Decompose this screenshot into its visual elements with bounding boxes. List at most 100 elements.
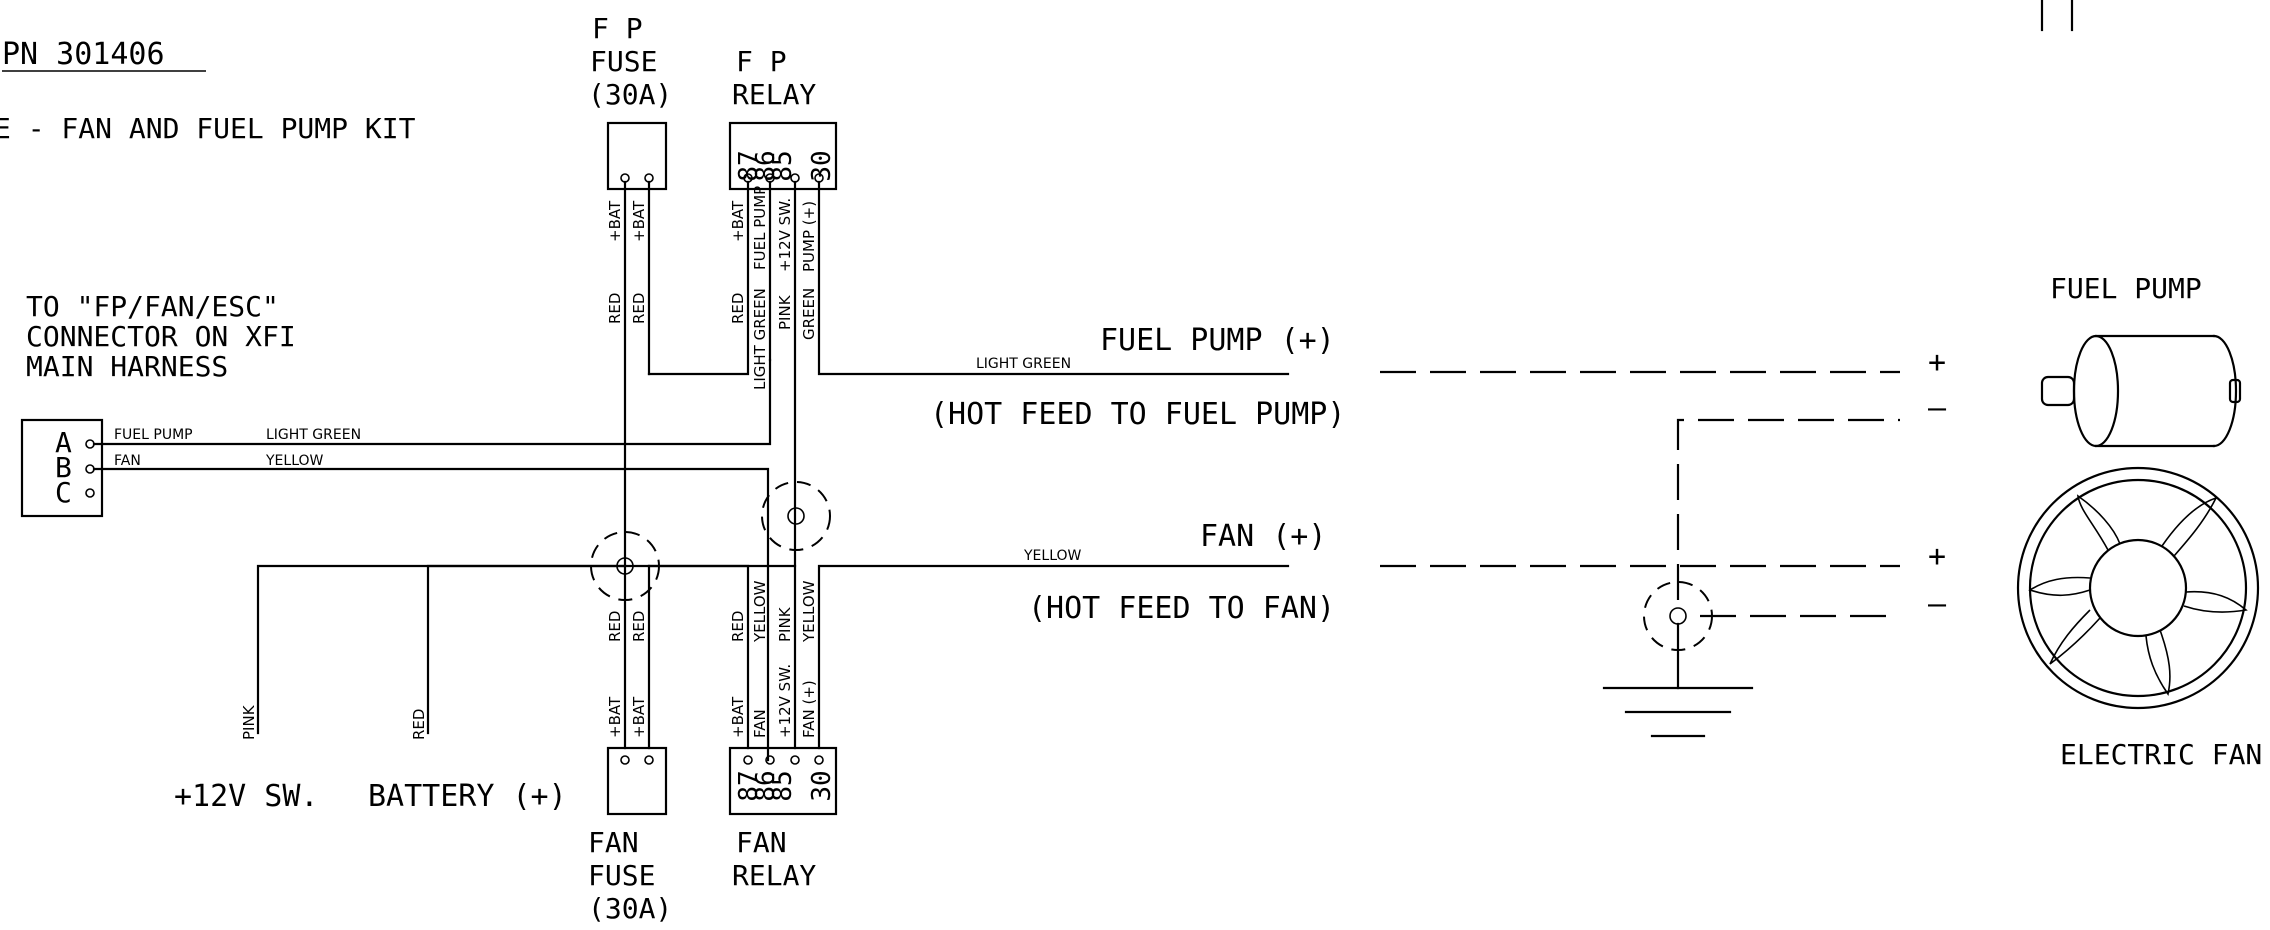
label-pink-input: PINK — [240, 704, 258, 740]
wire-b-color: YELLOW — [265, 453, 324, 469]
label-red: RED — [606, 611, 624, 642]
fuel-pump-feed-label: (HOT FEED TO FUEL PUMP) — [930, 397, 1345, 432]
splice-ring — [761, 481, 831, 551]
fp-fuse-body — [606, 121, 668, 191]
fp-relay-label-line: RELAY — [732, 78, 816, 111]
electric-fan-title: ELECTRIC FAN — [2060, 738, 2262, 771]
wire-fan-out — [817, 564, 1290, 750]
fp-fuse-label-line: FUSE — [590, 45, 657, 78]
fan-shroud-inner — [2028, 478, 2248, 698]
label-fuel-pump: FUEL PUMP — [751, 186, 769, 270]
pump-nozzle — [2040, 375, 2076, 407]
fan-relay-terminal — [765, 755, 775, 765]
label-pink: PINK — [776, 294, 794, 330]
splice-dot — [787, 507, 805, 525]
pin-c-terminal — [85, 488, 95, 498]
fan-fuse-body — [606, 746, 668, 816]
label-bat: +BAT — [606, 696, 624, 738]
label-light-green: LIGHT GREEN — [751, 288, 769, 390]
wire-fuel-pump-out — [817, 180, 1290, 376]
connector-note-line: TO "FP/FAN/ESC" — [26, 290, 279, 323]
fuel-pump-minus: — — [1928, 391, 1947, 426]
ground-icon — [1602, 686, 1754, 738]
fan-shroud-outer — [2016, 466, 2260, 710]
wire-a-color: LIGHT GREEN — [266, 427, 361, 443]
connector-note-line: CONNECTOR ON XFI — [26, 320, 296, 353]
fp-relay-pin-30: 30 — [807, 150, 837, 181]
pin-c-letter: C — [55, 476, 72, 509]
fan-relay-pin-87: 87 — [734, 770, 764, 801]
label-fan-pos: FAN (+) — [800, 680, 818, 738]
fan-relay-pin-85: 85 — [768, 770, 798, 801]
fan-relay-pin-numbers: 87 86 85 30 — [734, 770, 837, 801]
fan-fuse-terminal — [644, 755, 654, 765]
label-pink: PINK — [776, 606, 794, 642]
fan-wire-color: YELLOW — [1023, 548, 1082, 564]
fan-fuse-terminal — [620, 755, 630, 765]
part-number: PN 301406 — [2, 37, 165, 72]
wire-fuel-pump-harness — [92, 358, 772, 446]
label-yellow: YELLOW — [751, 580, 769, 643]
fan-fuse-label: FAN FUSE (30A) — [588, 826, 672, 925]
wire-fan-harness — [92, 467, 770, 762]
splice-upper — [761, 481, 831, 551]
fan-pos-label: FAN (+) — [1200, 519, 1326, 554]
fan-relay-label: FAN RELAY — [732, 826, 816, 892]
label-green: GREEN — [800, 288, 818, 340]
fuel-pump-wire-color: LIGHT GREEN — [976, 356, 1071, 372]
label-sw: +12V SW. — [776, 198, 794, 272]
splice-dot — [1669, 607, 1687, 625]
fp-relay-body — [728, 121, 838, 191]
label-bat: +BAT — [630, 200, 648, 242]
fan-relay-body — [728, 746, 838, 816]
label-red: RED — [606, 293, 624, 324]
fan-blade — [2049, 609, 2101, 665]
fuel-pump-pos-label: FUEL PUMP (+) — [1100, 323, 1335, 358]
label-bat: +BAT — [606, 200, 624, 242]
fan-relay-terminal — [790, 755, 800, 765]
fan-blade — [2161, 496, 2218, 557]
fan-relay-terminal — [814, 755, 824, 765]
pump-nozzle — [2228, 378, 2242, 404]
pin-b-terminal — [85, 464, 95, 474]
fuel-pump-icon — [2040, 334, 2242, 448]
pin-b-letter: B — [55, 451, 72, 484]
fan-relay-label-line: RELAY — [732, 859, 816, 892]
connector-note: TO "FP/FAN/ESC" CONNECTOR ON XFI MAIN HA… — [26, 290, 296, 383]
label-pump-pos: PUMP (+) — [800, 201, 818, 272]
pin-b-label: FAN — [114, 453, 141, 469]
label-yellow: YELLOW — [800, 580, 818, 643]
fan-fuse-label-line: FAN — [588, 826, 639, 859]
fp-relay-pin-87: 87 — [734, 150, 764, 181]
label-sw: +12V SW. — [776, 664, 794, 738]
splice-lower — [590, 531, 660, 601]
fan-hub — [2088, 538, 2188, 638]
fp-fuse-label: F P FUSE (30A) — [588, 12, 672, 111]
bottom-wire-labels: RED RED RED YELLOW PINK YELLOW +BAT +BAT… — [606, 580, 818, 738]
fp-fuse-terminal — [644, 173, 654, 183]
fp-fuse-label-line: (30A) — [588, 78, 672, 111]
fan-plus: + — [1928, 539, 1946, 574]
fan-relay-label-line: FAN — [736, 826, 787, 859]
label-bat: +BAT — [729, 696, 747, 738]
label-red-input: RED — [410, 709, 428, 740]
label-12v-switched: +12V SW. — [174, 779, 319, 814]
label-bat: +BAT — [729, 200, 747, 242]
fan-feed-label: (HOT FEED TO FAN) — [1028, 591, 1335, 626]
fuel-pump-plus: + — [1928, 345, 1946, 380]
wire-battery-feed — [426, 564, 627, 735]
pin-a-letter: A — [55, 426, 72, 459]
fp-relay-pin-numbers: 87 86 85 30 — [734, 150, 837, 181]
label-battery: BATTERY (+) — [368, 779, 567, 814]
connector-note-line: MAIN HARNESS — [26, 350, 228, 383]
wire-fan-relay-87 — [647, 564, 750, 750]
fan-relay-pin-30: 30 — [807, 770, 837, 801]
fan-fuse-label-line: FUSE — [588, 859, 655, 892]
harness-connector: A B C — [20, 418, 104, 518]
label-fan: FAN — [751, 709, 769, 738]
kit-subtitle: E - FAN AND FUEL PUMP KIT — [0, 112, 416, 145]
label-red: RED — [729, 293, 747, 324]
wire-pink-feed — [256, 564, 797, 735]
pump-end — [2072, 334, 2120, 448]
